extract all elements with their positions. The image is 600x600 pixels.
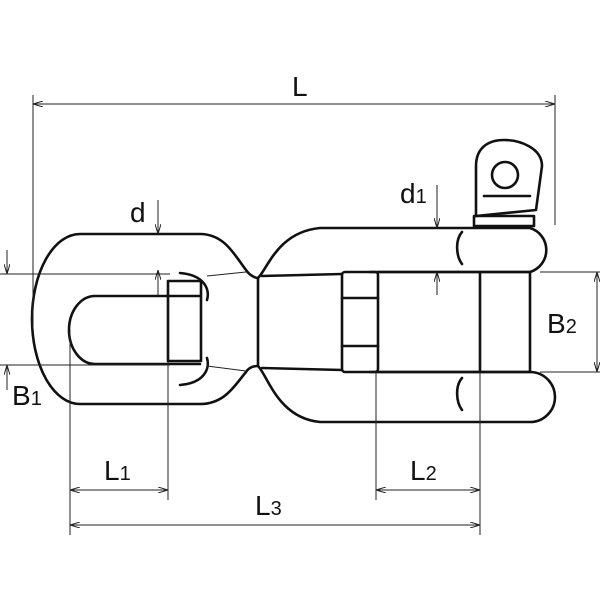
swivel-pin <box>166 279 203 363</box>
label-L1: L1 <box>104 455 131 486</box>
label-d1: d1 <box>400 178 427 209</box>
swivel-eye <box>30 232 260 406</box>
hex-nut <box>340 270 380 374</box>
label-d: d <box>130 197 146 228</box>
bolt-eye <box>474 138 544 218</box>
shackle-body <box>256 138 557 424</box>
label-L2: L2 <box>410 455 437 486</box>
label-L: L <box>292 71 308 102</box>
label-L3: L3 <box>255 490 282 521</box>
dimension-lines <box>0 95 600 535</box>
label-B1: B1 <box>12 380 42 411</box>
label-B2: B2 <box>547 308 577 339</box>
